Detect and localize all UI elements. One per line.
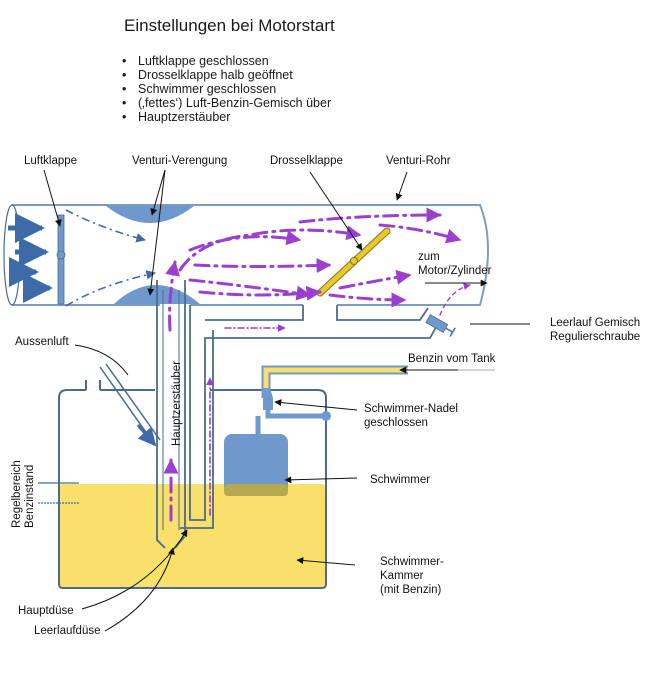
label-regelbereich-line1: Regelbereich [11,460,23,528]
choke-valve [56,214,66,305]
label-schwimmer: Schwimmer [370,474,430,486]
label-motor-zylinder: Motor/Zylinder [418,265,492,277]
tube-inlet [3,204,21,306]
label-luftklappe: Luftklappe [24,155,77,167]
float [224,434,288,496]
label-venturi-verengung: Venturi-Verengung [132,155,227,167]
label-leerlaufduese: Leerlaufdüse [34,625,101,637]
label-kammer-line1: Schwimmer- [380,556,444,568]
bullet-item: Drosselklappe halb geöffnet [122,68,331,82]
settings-list: Luftklappe geschlossen Drosselklappe hal… [122,54,331,124]
label-benzin-vom-tank: Benzin vom Tank [408,353,496,365]
leader-lines [43,169,530,632]
mixture-flow [163,207,471,522]
main-nozzle-inner [162,290,180,530]
bullet-item: Luftklappe geschlossen [122,54,331,68]
venturi-constriction-top [106,206,194,223]
bullet-item-continuation: Hauptzerstäuber [122,110,331,124]
air-inlet-arrows [8,213,53,303]
venturi-tube [3,204,489,306]
float-chamber-outline [58,380,327,589]
fuel-line [261,365,495,398]
float-needle [255,388,331,438]
page-title: Einstellungen bei Motorstart [124,16,335,35]
outside-air-pipe [99,363,161,447]
label-aussenluft: Aussenluft [15,336,70,348]
idle-passage-inner [180,330,214,529]
label-schwimmer-nadel-line1: Schwimmer-Nadel [364,403,458,415]
label-drosselklappe: Drosselklappe [270,155,343,167]
label-zum: zum [418,251,440,263]
label-leerlauf-line2: Regulierschraube [550,331,640,343]
label-venturi-rohr: Venturi-Rohr [386,155,451,167]
label-kammer-line2: Kammer [380,570,424,582]
bullet-item: Schwimmer geschlossen [122,82,331,96]
bullet-item: (‚fettes‘) Luft-Benzin-Gemisch über [122,96,331,110]
idle-mixture-screw [425,314,456,337]
air-flow-lines [65,209,156,307]
label-regelbereich-line2: Benzinstand [24,465,36,528]
venturi-tube-outline [12,204,489,306]
idle-passage [189,305,441,521]
label-kammer-line3: (mit Benzin) [380,584,442,596]
label-hauptduese: Hauptdüse [18,605,74,617]
label-schwimmer-nadel-line2: geschlossen [364,417,428,429]
throttle-valve [316,227,391,297]
float-chamber [58,380,327,589]
label-leerlauf-line1: Leerlauf Gemisch [550,317,640,329]
label-hauptzerstaeuber: Hauptzerstäuber [171,361,183,446]
float-submerged [224,484,288,496]
fuel-level [59,484,326,588]
bullet-continuation-text: Hauptzerstäuber [138,110,231,124]
